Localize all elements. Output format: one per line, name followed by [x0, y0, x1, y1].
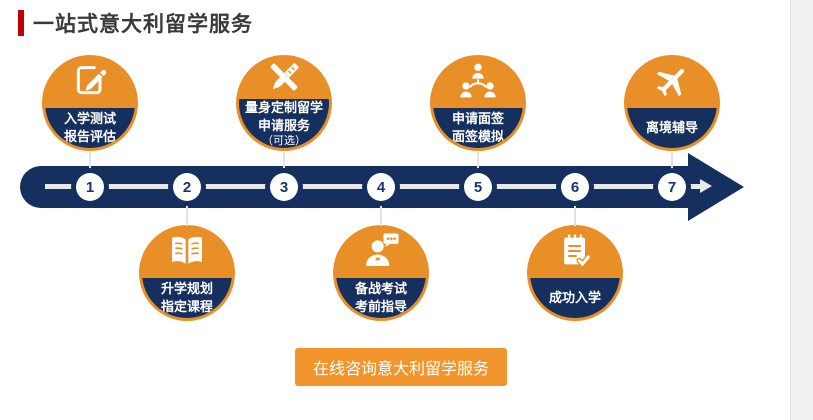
consult-chat-icon	[336, 228, 426, 273]
step-label-line: 指定课程	[160, 298, 213, 314]
connector-line	[380, 201, 382, 226]
step-circle-3: 量身定制留学 申请服务 （可选）	[236, 55, 332, 151]
step-label-6: 成功入学	[530, 277, 620, 318]
timeline-step-number-5: 5	[464, 173, 492, 201]
step-label-4: 备战考试 考前指导	[336, 277, 426, 318]
section-header: 一站式意大利留学服务	[18, 8, 253, 38]
timeline-step-number-3: 3	[270, 173, 298, 201]
step-label-line: 成功入学	[548, 289, 601, 305]
step-label-line: 入学测试	[63, 110, 116, 126]
step-label-line: 量身定制留学	[244, 99, 323, 115]
step-circle-5: 申请面签 面签模拟	[430, 55, 526, 151]
step-label-5: 申请面签 面签模拟	[433, 107, 523, 148]
step-label-line: （可选）	[262, 135, 306, 148]
step-label-3: 量身定制留学 申请服务 （可选）	[239, 99, 329, 148]
step-label-line: 备战考试	[354, 280, 407, 296]
page-title: 一站式意大利留学服务	[33, 13, 253, 36]
timeline-step-number-1: 1	[76, 173, 104, 201]
timeline-step-number-7: 7	[658, 173, 686, 201]
connector-line	[283, 152, 285, 174]
timeline-inner-line-arrow-icon	[700, 179, 712, 193]
step-label-line: 升学规划	[160, 280, 213, 296]
plane-icon	[627, 58, 717, 103]
timeline-step-number-6: 6	[561, 173, 589, 201]
checklist-icon	[530, 228, 620, 273]
step-circle-1: 入学测试 报告评估	[42, 55, 138, 151]
step-label-line: 面签模拟	[451, 128, 504, 144]
connector-line	[671, 152, 673, 174]
step-circle-7: 离境辅导	[624, 55, 720, 151]
step-label-7: 离境辅导	[627, 107, 717, 148]
timeline-step-number-2: 2	[173, 173, 201, 201]
page-side-gutter	[790, 0, 813, 420]
step-label-line: 申请面签	[451, 110, 504, 126]
edit-document-icon	[45, 58, 135, 103]
online-consult-button[interactable]: 在线咨询意大利留学服务	[295, 348, 507, 386]
ruler-pencil-icon	[239, 58, 329, 99]
connector-line	[89, 152, 91, 174]
connector-line	[186, 201, 188, 226]
title-accent-bar	[18, 10, 24, 36]
step-circle-2: 升学规划 指定课程	[139, 225, 235, 321]
open-book-icon	[142, 228, 232, 273]
step-label-line: 申请服务	[257, 118, 310, 134]
people-org-icon	[433, 58, 523, 103]
timeline-step-number-4: 4	[367, 173, 395, 201]
step-circle-6: 成功入学	[527, 225, 623, 321]
step-label-line: 报告评估	[63, 128, 116, 144]
step-label-1: 入学测试 报告评估	[45, 107, 135, 148]
step-label-line: 考前指导	[354, 298, 407, 314]
connector-line	[574, 201, 576, 226]
step-circle-4: 备战考试 考前指导	[333, 225, 429, 321]
step-label-line: 离境辅导	[645, 119, 698, 135]
step-label-2: 升学规划 指定课程	[142, 277, 232, 318]
connector-line	[477, 152, 479, 174]
